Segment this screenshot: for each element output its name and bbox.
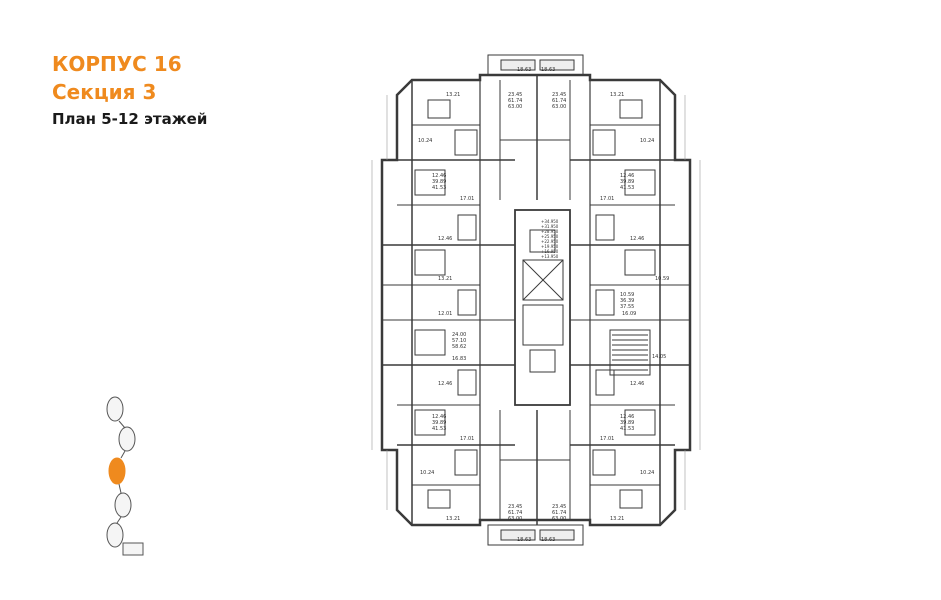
room-left-1: 13.21 (446, 92, 460, 98)
apt-top-right-3: 63.00 (552, 104, 566, 110)
room-right-8: 12.46 (630, 381, 644, 387)
key-annex (122, 542, 144, 556)
apt-mid-left-1: 12.46 (432, 173, 446, 179)
floor-plan-subtitle: План 5-12 этажей (52, 110, 208, 128)
central-core (514, 209, 571, 406)
room-left-7: 16.83 (452, 356, 466, 362)
building-title: КОРПУС 16 (52, 52, 182, 76)
apt-low-left-1: 12.46 (432, 414, 446, 420)
room-right-7: 14.05 (652, 354, 666, 360)
apt-mid-right-3: 41.53 (620, 185, 634, 191)
level-3: +28.950 (541, 229, 559, 234)
top-balcony-right (539, 59, 575, 71)
level-2: +31.950 (541, 224, 559, 229)
level-1: +34.950 (541, 219, 559, 224)
apt-bottom-right-2: 61.74 (552, 510, 566, 516)
key-section-1 (106, 396, 124, 422)
apt-bottom-right-1: 23.45 (552, 504, 566, 510)
level-6: +19.950 (541, 244, 559, 249)
dim-top-right: 18.63 (541, 67, 555, 73)
room-left-3: 17.01 (460, 196, 474, 202)
room-left-8: 12.46 (438, 381, 452, 387)
apt-top-left-3: 63.00 (508, 104, 522, 110)
room-right-11: 13.21 (610, 516, 624, 522)
bottom-balcony-left (500, 529, 536, 541)
apt-center-right-2: 36.39 (620, 298, 634, 304)
apt-bottom-right-3: 63.00 (552, 516, 566, 522)
room-right-3: 17.01 (600, 196, 614, 202)
apt-mid-left-3: 41.53 (432, 185, 446, 191)
apt-top-right-1: 23.45 (552, 92, 566, 98)
apt-low-left-2: 39.89 (432, 420, 446, 426)
elevator-shaft (522, 259, 564, 301)
room-left-10: 10.24 (420, 470, 434, 476)
level-5: +22.950 (541, 239, 559, 244)
level-4: +25.950 (541, 234, 559, 239)
room-right-2: 10.24 (640, 138, 654, 144)
apt-center-left-1: 24.00 (452, 332, 466, 338)
key-section-5 (106, 522, 124, 548)
apt-top-left-2: 61.74 (508, 98, 522, 104)
apt-center-left-3: 58.62 (452, 344, 466, 350)
apt-mid-right-2: 39.89 (620, 179, 634, 185)
room-left-5: 13.21 (438, 276, 452, 282)
bottom-balcony-right (539, 529, 575, 541)
apt-bottom-left-1: 23.45 (508, 504, 522, 510)
level-7: +16.950 (541, 249, 559, 254)
room-right-5: 10.59 (655, 276, 669, 282)
key-section-2 (118, 426, 136, 452)
key-section-4 (114, 492, 132, 518)
apt-bottom-left-2: 61.74 (508, 510, 522, 516)
room-right-4: 12.46 (630, 236, 644, 242)
apt-low-right-3: 41.53 (620, 426, 634, 432)
apt-center-left-2: 57.10 (452, 338, 466, 344)
apt-mid-right-1: 12.46 (620, 173, 634, 179)
title-block: КОРПУС 16 Секция 3 План 5-12 этажей (52, 50, 207, 132)
apt-top-left-1: 23.45 (508, 92, 522, 98)
room-left-9: 17.01 (460, 436, 474, 442)
dim-bottom-right: 18.63 (541, 537, 555, 543)
key-section-3-active (108, 457, 126, 485)
apt-center-right-3: 37.55 (620, 304, 634, 310)
apt-low-right-2: 39.89 (620, 420, 634, 426)
apt-low-right-1: 12.46 (620, 414, 634, 420)
level-8: +13.950 (541, 254, 559, 259)
dim-top-left: 18.63 (517, 67, 531, 73)
section-key-map (106, 396, 144, 556)
top-balcony-left (500, 59, 536, 71)
core-room (529, 229, 556, 253)
section-title: Секция 3 (52, 80, 157, 104)
room-left-4: 12.46 (438, 236, 452, 242)
room-right-9: 17.01 (600, 436, 614, 442)
stairs (609, 329, 651, 376)
apt-low-left-3: 41.53 (432, 426, 446, 432)
dim-bottom-left: 18.63 (517, 537, 531, 543)
bottom-balcony (487, 524, 584, 546)
apt-center-right-1: 10.59 (620, 292, 634, 298)
room-left-2: 10.24 (418, 138, 432, 144)
room-right-6: 16.09 (622, 311, 636, 317)
apt-mid-left-2: 39.89 (432, 179, 446, 185)
room-right-1: 13.21 (610, 92, 624, 98)
room-right-10: 10.24 (640, 470, 654, 476)
apt-top-right-2: 61.74 (552, 98, 566, 104)
apt-bottom-left-3: 63.00 (508, 516, 522, 522)
room-left-11: 13.21 (446, 516, 460, 522)
elevator-shaft-2 (522, 304, 564, 346)
room-left-6: 12.01 (438, 311, 452, 317)
core-room-2 (529, 349, 556, 373)
